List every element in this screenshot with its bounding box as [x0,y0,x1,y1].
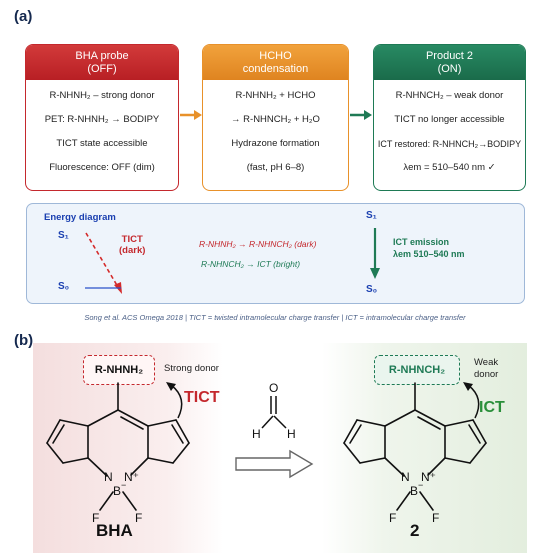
tict-energy-arrow [85,232,122,294]
card-subtitle: (ON) [437,62,462,75]
bha-boron-charge: − [121,480,126,490]
product-donor-note-line: Weak [474,357,499,368]
bha-n-right: N⁺ [124,470,139,484]
bha-structure: N N⁺ B − F F [46,382,190,525]
product-transfer-arrow [467,384,480,419]
product-name: 2 [410,521,420,540]
s0-right-label: S₀ [366,284,378,295]
ict-sublabel: λem 510–540 nm [393,249,465,259]
product-2-structure: N N⁺ B − F F [343,382,487,525]
reaction-arrow [235,449,314,479]
green-arrow [350,110,372,120]
card-title: Product 2 [425,49,474,62]
card-line: λem = 510–540 nm ✓ [403,162,496,173]
bha-boron: B [113,484,121,498]
card-header: HCHO condensation [203,45,348,80]
product-ict-label: ICT [479,399,505,416]
bha-tict-label: TICT [184,389,220,406]
card-line: TICT state accessible [56,138,148,149]
s1-left-label: S₁ [58,230,69,241]
card-subtitle: condensation [242,62,309,75]
tict-label-group: TICT (dark) [119,234,145,256]
tict-sublabel: (dark) [119,245,146,256]
energy-line-dark: R-NHNH₂ → R-NHNCH₂ (dark) [199,239,317,249]
ict-label: ICT emission [393,237,450,247]
bha-name: BHA [96,521,133,540]
orange-arrow [180,110,202,120]
bha-n-left: N [104,470,113,484]
formaldehyde-reagent: O H H [235,381,314,479]
bha-fluorine-1: F [92,511,99,525]
card-line: R-NHNCH₂ – weak donor [395,90,504,101]
card-product-2: Product 2 (ON) R-NHNCH₂ – weak donor TIC… [373,44,526,191]
product-n-left: N [401,470,410,484]
product-donor-note: Weak donor [474,357,498,381]
card-line: R-NHNH₂ + HCHO [235,90,316,101]
bha-fluorine-2: F [135,511,142,525]
reagent-oxygen: O [269,381,278,395]
product-boron: B [410,484,418,498]
bha-transfer-arrow [170,384,183,419]
ict-emission-arrow [370,228,380,279]
s0-left-label: S₀ [58,281,70,292]
card-line: PET: R-NHNH₂ → BODIPY [44,114,160,125]
card-line: (fast, pH 6–8) [246,162,305,173]
energy-line-bright: R-NHNCH₂ → ICT (bright) [201,259,301,269]
card-line: ICT restored: R-NHNCH₂→BODIPY [377,139,522,149]
card-line: Fluorescence: OFF (dim) [49,162,155,173]
product-donor-note-line: donor [474,369,499,380]
card-title: BHA probe [75,49,129,62]
card-header: BHA probe (OFF) [26,45,178,80]
card-title: HCHO [259,49,292,62]
card-header: Product 2 (ON) [374,45,525,80]
card-line: R-NHNH₂ – strong donor [49,90,155,101]
tict-label: TICT [121,234,143,245]
panel-b-label: (b) [14,332,34,349]
reagent-hydrogen-1: H [252,427,261,441]
product-boron-charge: − [418,480,423,490]
bha-donor-group: R-NHNH₂ [83,355,155,385]
product-fluorine-1: F [389,511,396,525]
product-fluorine-2: F [432,511,439,525]
energy-title: Energy diagram [44,212,116,223]
product-n-right: N⁺ [421,470,436,484]
card-bha-probe: BHA probe (OFF) R-NHNH₂ – strong donor P… [25,44,179,191]
bha-donor-note: Strong donor [164,363,219,374]
panel-a-label: (a) [14,8,33,25]
card-line: TICT no longer accessible [394,114,505,125]
card-line: → R-NHNCH₂ + H₂O [231,114,320,125]
product-donor-group: R-NHNCH₂ [374,355,460,385]
energy-diagram: Energy diagram S₁ S₀ TICT (dark) R-NHNH₂… [26,203,525,304]
card-subtitle: (OFF) [87,62,117,75]
card-hcho-condensation: HCHO condensation R-NHNH₂ + HCHO → R-NHN… [202,44,349,191]
card-line: Hydrazone formation [231,138,320,149]
s1-right-label: S₁ [366,210,377,221]
reagent-hydrogen-2: H [287,427,296,441]
ict-label-group: ICT emission λem 510–540 nm [393,236,465,260]
caption: Song et al. ACS Omega 2018 | TICT = twis… [84,313,466,322]
